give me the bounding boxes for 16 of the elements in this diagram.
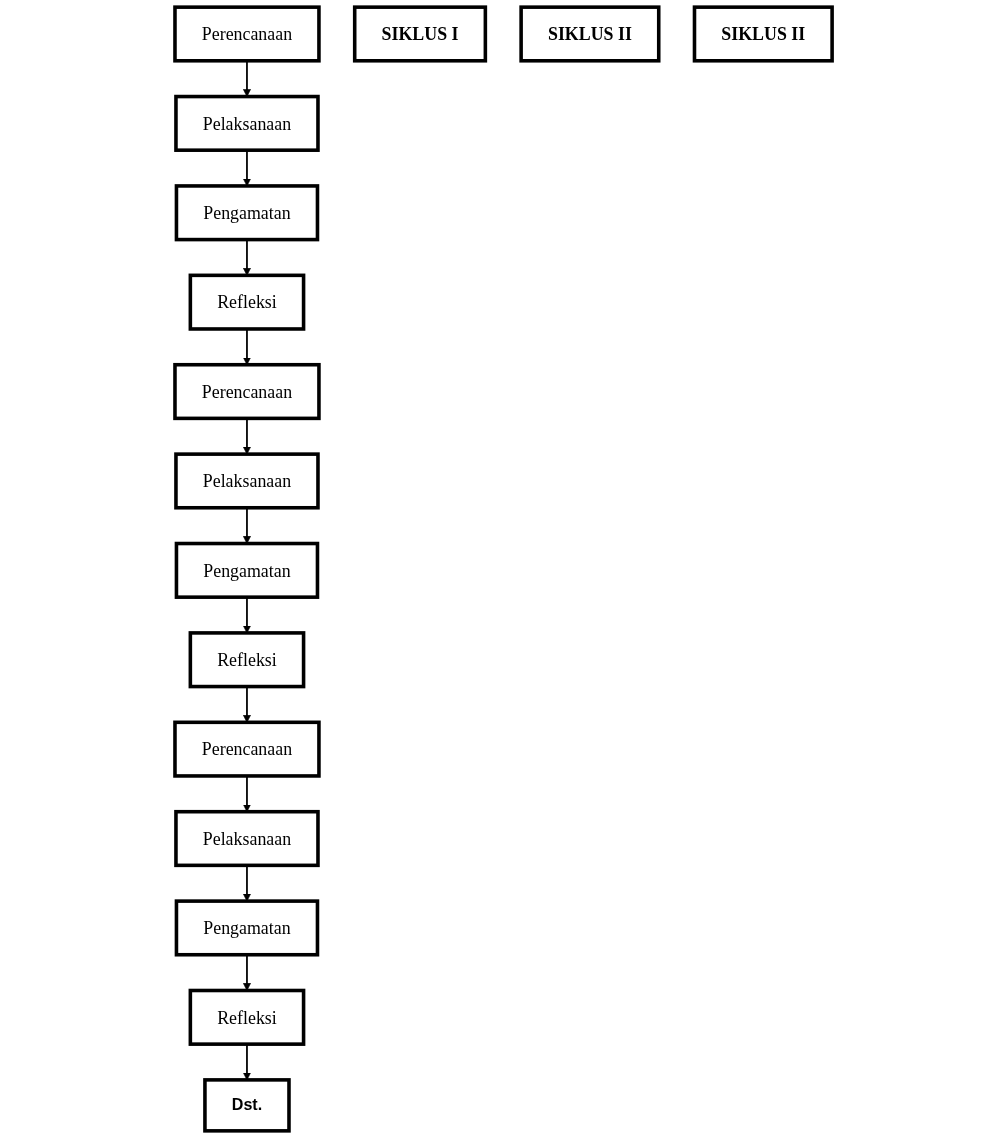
node-box: Pelaksanaan [174, 452, 320, 510]
node-box: Pengamatan [174, 899, 320, 957]
node-box: Pelaksanaan [174, 94, 320, 152]
node-box: Perencanaan [173, 362, 321, 421]
node-box: Dst. [203, 1078, 291, 1133]
node-box: SIKLUS II [519, 5, 661, 63]
node-box: Pengamatan [174, 184, 320, 242]
node-box: Perencanaan [173, 5, 321, 63]
node-box: Refleksi [188, 631, 306, 689]
node-box: Pelaksanaan [174, 809, 320, 868]
node-box: Perencanaan [173, 720, 321, 778]
node-box: Pengamatan [174, 541, 320, 599]
node-box: Refleksi [188, 988, 306, 1046]
node-box: SIKLUS I [352, 5, 488, 63]
node-box: Refleksi [188, 273, 306, 331]
node-box: SIKLUS II [692, 5, 834, 63]
